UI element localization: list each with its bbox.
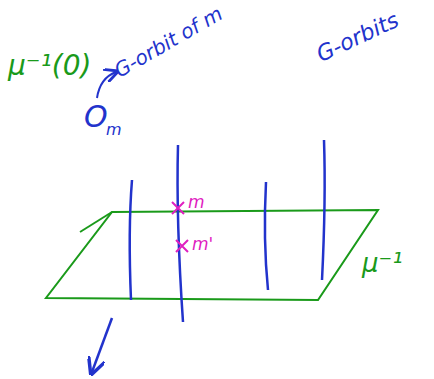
point-mark (172, 202, 184, 214)
orbit-note: G-orbit of m (111, 3, 226, 81)
orbit-line (265, 182, 268, 290)
orbit-symbol: O (84, 102, 108, 132)
level-set-label: μ⁻¹(0) (8, 52, 91, 80)
point-label: m (188, 194, 205, 211)
orbit-line (322, 140, 325, 280)
orbit-subscript: m (106, 122, 122, 138)
point-mark (176, 240, 188, 252)
orbits-note: G-orbits (313, 9, 402, 66)
pointer-arrow (97, 72, 116, 98)
level-set-label: μ⁻¹ (362, 250, 403, 276)
level-set-plane (46, 210, 378, 300)
orbit-line (130, 180, 132, 300)
plane-edge (80, 212, 112, 232)
projection-arrow (92, 318, 112, 372)
orbit-line (178, 145, 183, 322)
point-label: m' (192, 236, 213, 253)
